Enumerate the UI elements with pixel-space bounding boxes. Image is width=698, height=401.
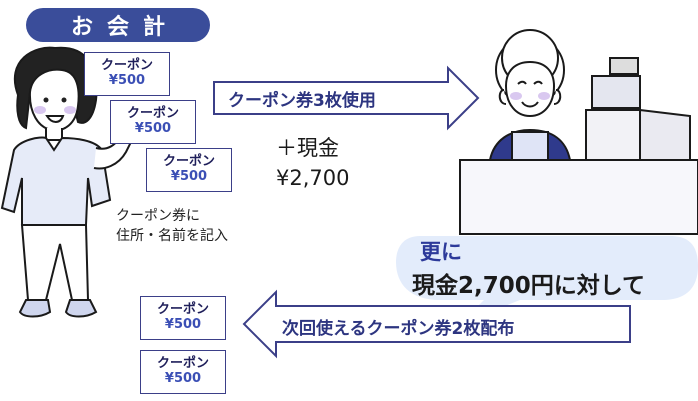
coupon-card: クーポン ¥500 [110,100,196,144]
coupon-label: クーポン [100,58,153,74]
coupon-card: クーポン ¥500 [84,52,170,96]
coupon-card: クーポン ¥500 [140,296,226,340]
bottom-arrow-shape [242,289,631,359]
top-arrow-label: クーポン券3枚使用 [228,91,376,111]
cash-line-1: ＋現金 [276,136,339,160]
coupon-price: ¥500 [164,317,202,332]
coupon-price: ¥500 [164,371,202,386]
cash-amount: ¥2,700 [276,166,350,190]
speech-bubble-shape [396,236,698,324]
customer-illustration [0,46,136,318]
coupon-price: ¥500 [134,121,172,136]
coupon-label: クーポン [126,106,179,122]
coupon-price: ¥500 [170,169,208,184]
cashier-illustration [488,29,572,161]
coupon-price: ¥500 [108,73,146,88]
page-title: お会計 [26,8,210,42]
register-counter-illustration [459,57,698,235]
coupon-card: クーポン ¥500 [146,148,232,192]
bubble-text: 現金2,700円に対して [412,273,646,299]
coupon-label: クーポン [156,356,209,372]
top-arrow-shape [213,65,480,131]
coupon-card: クーポン ¥500 [140,350,226,394]
bubble-heading: 更に [420,240,462,264]
coupon-note-line-1: クーポン券に [116,208,200,224]
coupon-note-line-2: 住所・名前を記入 [116,228,228,244]
coupon-label: クーポン [162,154,215,170]
bottom-arrow-label: 次回使えるクーポン券2枚配布 [282,319,515,339]
coupon-label: クーポン [156,302,209,318]
